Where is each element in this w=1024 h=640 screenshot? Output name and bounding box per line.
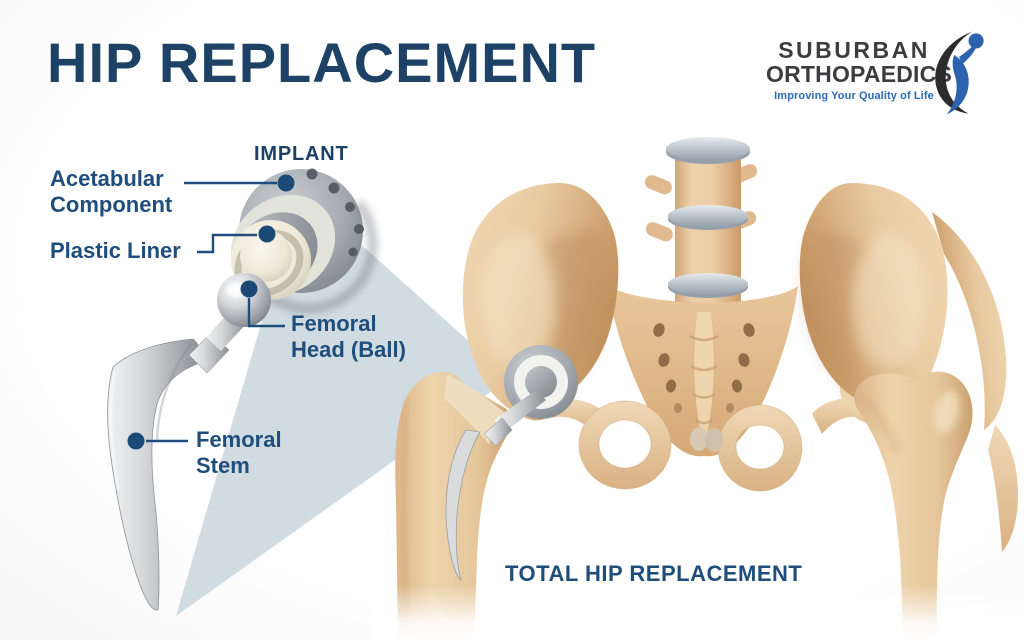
pelvis-caption: TOTAL HIP REPLACEMENT (505, 561, 803, 586)
pelvis-illustration (370, 137, 1024, 640)
dot-acetabular (277, 174, 295, 192)
bottom-fade (370, 585, 1024, 640)
logo-name-line1: SUBURBAN (778, 37, 930, 63)
label-plastic-liner: Plastic Liner (50, 238, 181, 264)
spinal-discs (666, 137, 750, 298)
left-iliac-wing (462, 183, 619, 421)
label-plastic-liner-line1: Plastic Liner (50, 238, 181, 263)
femur-cut-surface (444, 374, 504, 444)
cup-screw-holes (306, 168, 364, 257)
dot-femoral-stem (127, 432, 145, 450)
dot-plastic-liner (258, 225, 276, 243)
label-femoral-stem: Femoral Stem (196, 427, 282, 480)
label-femoral-stem-line2: Stem (196, 453, 250, 479)
dot-femoral-head (240, 280, 258, 298)
femoral-head-ball (217, 273, 271, 327)
label-acetabular-component: Acetabular Component (50, 166, 172, 219)
label-femoral-head-line2: Head (Ball) (291, 337, 406, 363)
implant-heading: IMPLANT (254, 143, 349, 165)
logo-tagline: Improving Your Quality of Life (774, 90, 934, 103)
logo: SUBURBAN ORTHOPAEDICS Improving Your Qua… (766, 37, 952, 103)
pubic-rings (552, 398, 862, 492)
magnifier-beam (176, 190, 510, 616)
implant-illustration (107, 168, 378, 611)
label-femoral-stem-line1: Femoral (196, 427, 282, 452)
sacral-foramina (653, 323, 755, 413)
right-femur (854, 371, 973, 640)
hip-implant-in-socket (445, 345, 578, 582)
leader-lines (146, 181, 285, 443)
logo-name-line2: ORTHOPAEDICS (766, 61, 952, 88)
label-acetabular-line1: Acetabular (50, 166, 164, 191)
label-acetabular-line2: Component (50, 192, 173, 218)
right-iliac-wing (799, 183, 1018, 552)
leader-plastic-liner (197, 233, 257, 254)
femoral-stem-part (107, 338, 201, 611)
figure-swoosh-icon (935, 31, 984, 115)
leader-dots (127, 174, 295, 450)
label-femoral-head: Femoral Head (Ball) (291, 311, 406, 364)
label-femoral-head-line1: Femoral (291, 311, 377, 336)
leader-femoral-head (247, 298, 285, 328)
spine (644, 137, 758, 310)
page-title: HIP REPLACEMENT (47, 31, 597, 94)
pubic-symphysis (690, 427, 708, 451)
